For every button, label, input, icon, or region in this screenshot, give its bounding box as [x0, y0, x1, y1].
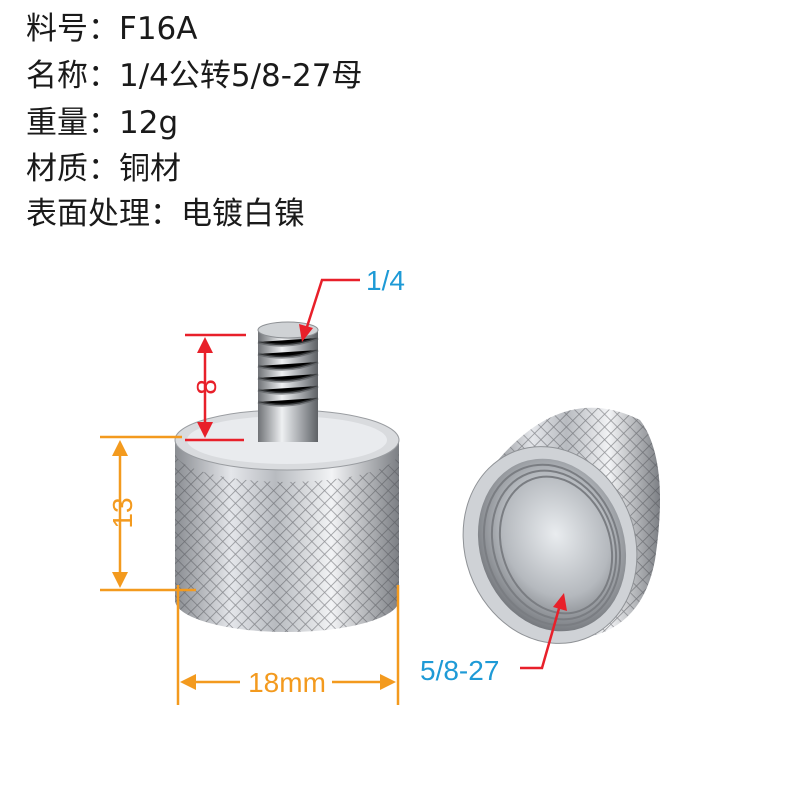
spec-label: 名称：	[26, 58, 119, 94]
spec-label: 料号：	[26, 11, 119, 47]
spec-label: 材质：	[26, 151, 119, 187]
spec-label: 表面处理：	[26, 196, 181, 232]
spec-material: 材质：铜材	[26, 154, 181, 185]
spec-surface-finish: 表面处理：电镀白镍	[26, 199, 305, 230]
spec-value: F16A	[119, 11, 198, 47]
stud-length-label: 8	[191, 379, 222, 395]
body-height-label: 13	[107, 497, 138, 528]
spec-value: 电镀白镍	[181, 196, 305, 232]
spec-name: 名称：1/4公转5/8-27母	[26, 61, 362, 92]
orange-dimension-lines	[100, 435, 400, 705]
spec-weight: 重量：12g	[26, 108, 178, 139]
spec-value: 12g	[119, 105, 179, 141]
body-diameter-label: 18mm	[248, 667, 326, 698]
spec-part-number: 料号：F16A	[26, 14, 197, 45]
red-dimension-lines	[185, 278, 567, 670]
spec-label: 重量：	[26, 105, 119, 141]
female-thread-label: 5/8-27	[420, 655, 499, 686]
female-cap-right	[462, 407, 660, 644]
spec-value: 铜材	[119, 151, 181, 187]
male-female-adapter-left	[174, 321, 400, 632]
spec-value: 1/4公转5/8-27母	[119, 58, 363, 94]
stud-thread-label: 1/4	[366, 265, 405, 296]
